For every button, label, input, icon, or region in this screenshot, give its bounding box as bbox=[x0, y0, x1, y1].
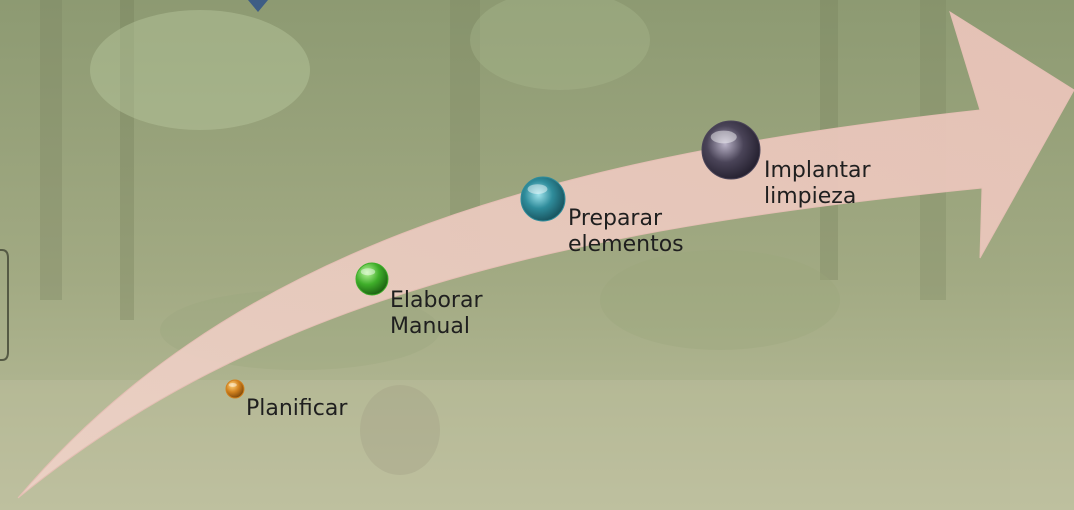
step-marker-planificar bbox=[225, 379, 245, 399]
step-marker-elaborar-manual bbox=[355, 262, 389, 296]
step-label-elaborar-manual: Elaborar Manual bbox=[390, 288, 483, 340]
step-marker-preparar-elementos bbox=[520, 176, 566, 222]
step-label-line: elementos bbox=[568, 232, 684, 257]
step-label-planificar: Planificar bbox=[246, 396, 347, 422]
step-label-line: Elaborar bbox=[390, 288, 483, 313]
step-marker-highlight bbox=[228, 382, 237, 387]
step-marker-implantar-limpieza bbox=[701, 120, 761, 180]
step-marker-highlight bbox=[527, 184, 548, 194]
step-label-line: Manual bbox=[390, 314, 470, 339]
step-label-line: Planificar bbox=[246, 396, 348, 421]
top-edge-marker bbox=[248, 0, 268, 12]
step-marker-highlight bbox=[710, 130, 737, 144]
left-edge-box bbox=[0, 249, 9, 361]
step-label-line: Implantar bbox=[764, 158, 871, 183]
step-marker-highlight bbox=[360, 268, 376, 276]
step-label-line: Preparar bbox=[568, 206, 662, 231]
process-arrow bbox=[17, 10, 1074, 499]
step-markers bbox=[225, 120, 761, 399]
step-label-preparar-elementos: Preparar elementos bbox=[568, 206, 684, 258]
step-label-implantar-limpieza: Implantar limpieza bbox=[764, 158, 871, 210]
step-label-line: limpieza bbox=[764, 184, 857, 209]
